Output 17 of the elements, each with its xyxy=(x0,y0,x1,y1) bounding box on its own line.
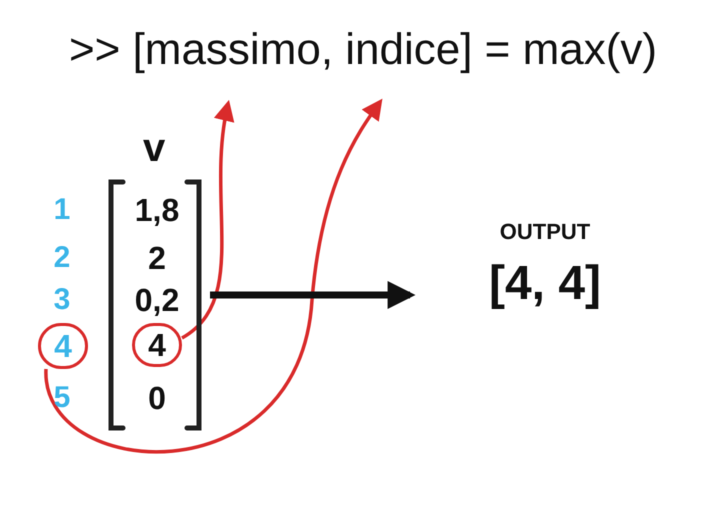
index-number: 2 xyxy=(54,243,70,273)
vector-value: 1,8 xyxy=(134,194,180,226)
arrow xyxy=(210,281,416,309)
output-value: [4, 4] xyxy=(488,260,602,308)
index-number: 3 xyxy=(54,285,70,315)
vector-value: 0,2 xyxy=(134,284,180,316)
output-heading: OUTPUT xyxy=(500,218,590,246)
vector-name: v xyxy=(143,128,166,168)
index-number: 1 xyxy=(54,195,70,225)
circled-index: 4 xyxy=(38,323,88,369)
command-line: >> [massimo, indice] = max(v) xyxy=(68,28,658,72)
arrow xyxy=(44,98,382,453)
vector-value: 2 xyxy=(148,242,166,274)
circled-value: 4 xyxy=(132,323,182,367)
index-number: 5 xyxy=(54,383,70,413)
vector-value: 0 xyxy=(148,382,166,414)
arrow xyxy=(180,100,236,340)
